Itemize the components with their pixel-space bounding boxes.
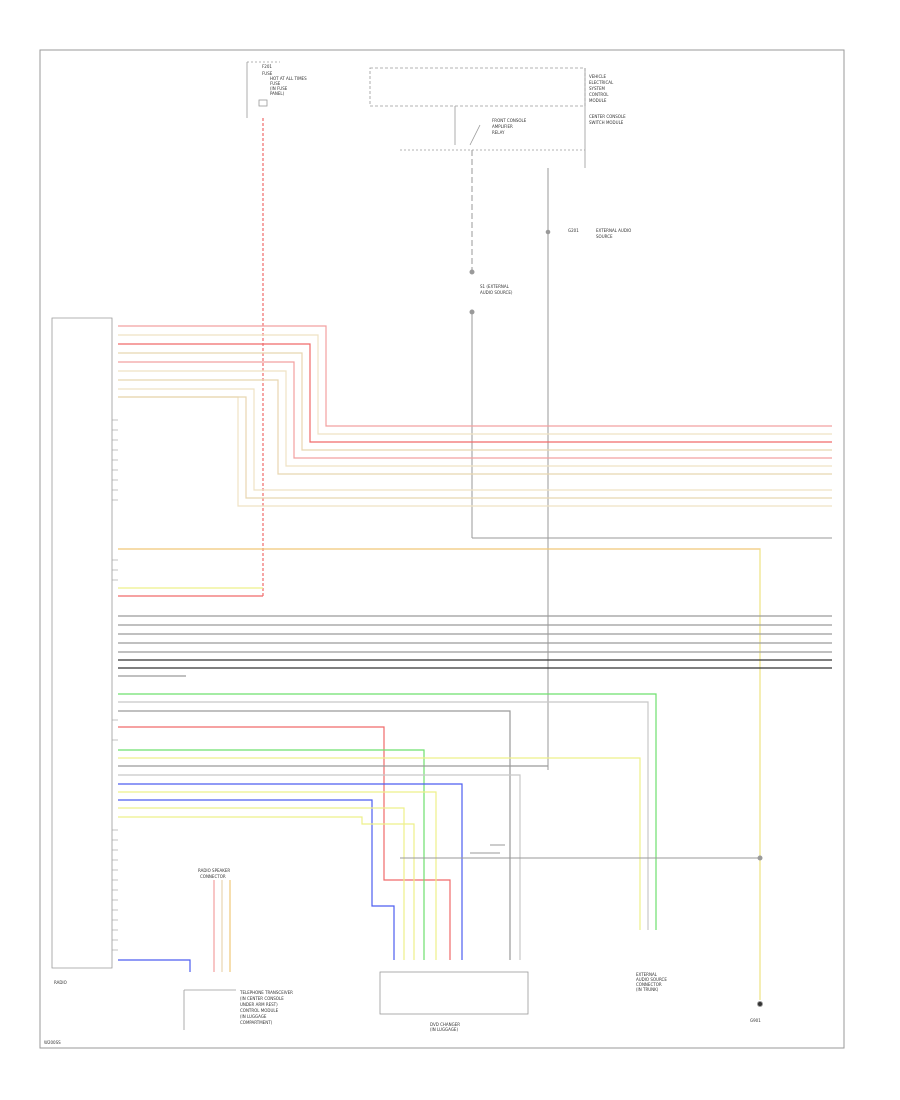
lower-harness bbox=[118, 693, 657, 960]
tele-box-4: CONTROL MODULE bbox=[240, 1008, 279, 1013]
fuse-block: F201 HOT AT ALL TIMES FUSE (IN FUSE PANE… bbox=[246, 61, 307, 118]
fuse-label: FUSE bbox=[262, 71, 273, 76]
ground-desc-1: EXTERNAL AUDIO bbox=[596, 228, 631, 233]
tele-box-3: UNDER ARM REST) bbox=[240, 1002, 278, 1007]
fuse-ref: F201 bbox=[262, 64, 272, 69]
vesm-label-1: VEHICLE bbox=[589, 74, 606, 79]
speaker-connector: RADIO SPEAKER CONNECTOR bbox=[118, 868, 231, 972]
telephone-transceiver: TELEPHONE TRANSCEIVER (IN CENTER CONSOLE… bbox=[183, 989, 293, 1030]
tele-box-2: (IN CENTER CONSOLE bbox=[240, 996, 284, 1001]
tele-box-5: (IN LUGGAGE bbox=[240, 1014, 267, 1019]
tele-box-6: COMPARTMENT) bbox=[240, 1020, 273, 1025]
diagram-id: W200SS bbox=[44, 1040, 61, 1045]
fuse-desc-3: (IN FUSE bbox=[270, 86, 288, 91]
fuse-desc-1: HOT AT ALL TIMES bbox=[270, 76, 307, 81]
power-supply-2: CONNECTOR bbox=[200, 874, 226, 879]
center-console-1: CENTER CONSOLE bbox=[589, 114, 626, 119]
orange-wire bbox=[118, 548, 761, 1000]
tele-box-1: TELEPHONE TRANSCEIVER bbox=[239, 990, 293, 995]
fuse-desc-2: FUSE bbox=[270, 81, 281, 86]
switch-desc-1: FRONT CONSOLE bbox=[492, 118, 527, 123]
switch-desc-2: AMPLIFIER bbox=[492, 124, 513, 129]
diagram-border bbox=[39, 49, 845, 1049]
external-box-4: (IN TRUNK) bbox=[636, 987, 659, 992]
dvd-changer: DVD CHANGER (IN LUGGAGE) bbox=[379, 971, 529, 1032]
vesm-label-4: CONTROL bbox=[589, 92, 609, 97]
ground-desc-2: SOURCE bbox=[596, 234, 613, 239]
vehicle-electrical-module: VEHICLE ELECTRICAL SYSTEM CONTROL MODULE… bbox=[369, 67, 626, 168]
radio-module-label: RADIO bbox=[54, 980, 67, 985]
fuse-feed-wire bbox=[118, 118, 264, 597]
vesm-label-2: ELECTRICAL bbox=[589, 80, 614, 85]
center-console-2: SWITCH MODULE bbox=[589, 120, 624, 125]
ground-label: G201 bbox=[568, 228, 579, 233]
radio-module: RADIO bbox=[51, 317, 113, 985]
fuse-desc-4: PANEL) bbox=[270, 91, 285, 96]
external-source: EXTERNAL AUDIO SOURCE CONNECTOR (IN TRUN… bbox=[636, 972, 667, 992]
external-box-2: AUDIO SOURCE bbox=[636, 977, 667, 982]
vesm-label-5: MODULE bbox=[589, 98, 607, 103]
upper-vertical-wires bbox=[469, 150, 832, 770]
bottom-ground-label: G901 bbox=[750, 1018, 761, 1023]
switch-wire bbox=[400, 844, 763, 1007]
dvd-changer-label-2: (IN LUGGAGE) bbox=[430, 1027, 458, 1032]
data-bus bbox=[118, 615, 832, 677]
radio-pin-ticks bbox=[112, 419, 118, 951]
switch-desc-3: RELAY bbox=[492, 130, 505, 135]
dvd-changer-label-1: DVD CHANGER bbox=[430, 1022, 460, 1027]
external-box-3: CONNECTOR bbox=[636, 982, 662, 987]
vesm-label-3: SYSTEM bbox=[589, 86, 605, 91]
external-box-1: EXTERNAL bbox=[636, 972, 658, 977]
speaker-harness bbox=[118, 325, 832, 507]
splice-upper-2: AUDIO SOURCE) bbox=[480, 290, 513, 295]
power-supply-1: RADIO SPEAKER bbox=[198, 868, 230, 873]
splice-upper-1: S1 (EXTERNAL bbox=[480, 284, 510, 289]
